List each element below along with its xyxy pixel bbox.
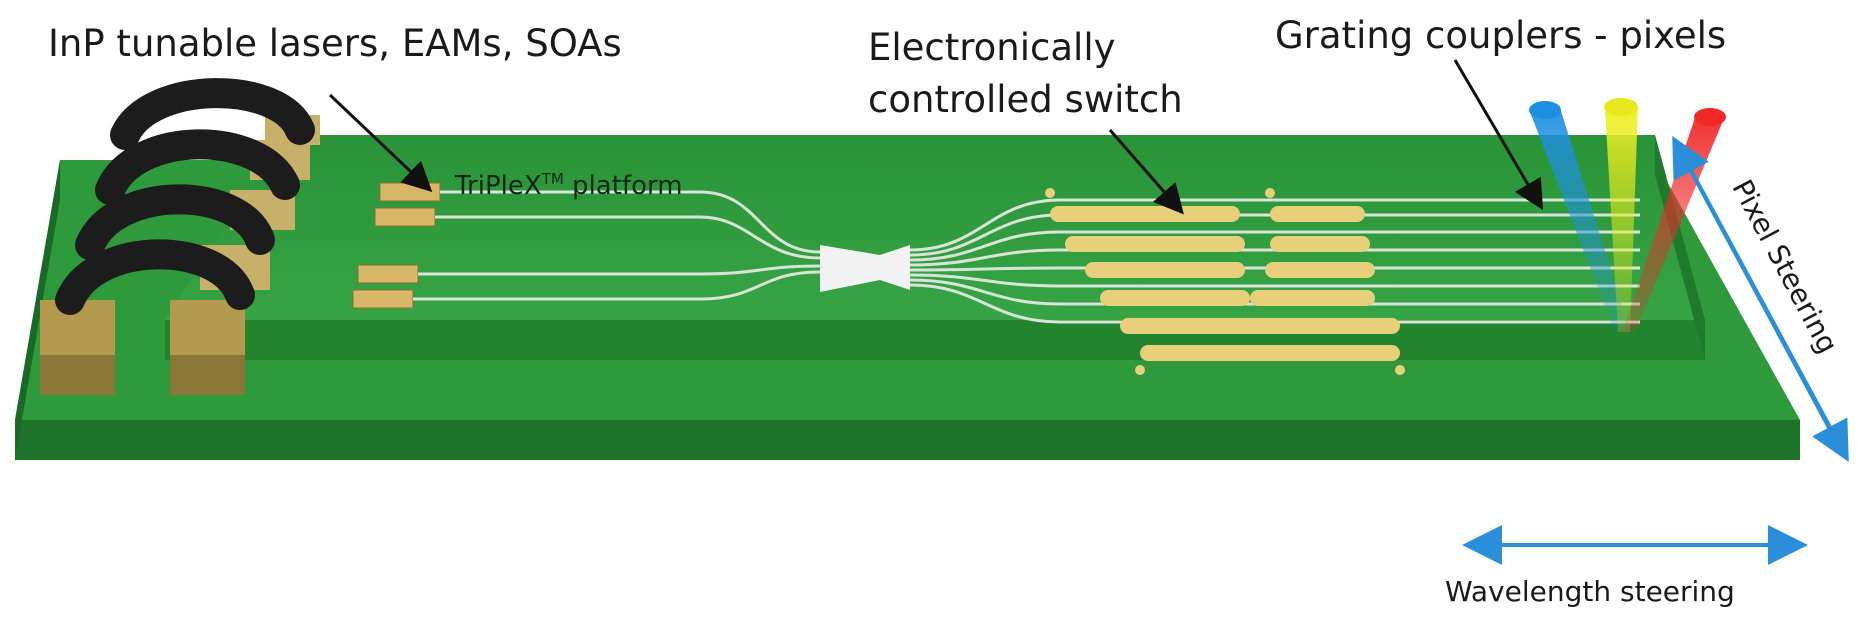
switch-electrodes [1045, 188, 1405, 375]
platform-label: TriPleXTM platform [455, 170, 683, 201]
steering-arrows [1462, 135, 1849, 565]
switch-label-line2: controlled switch [868, 78, 1183, 121]
wavelength-steering-label: Wavelength steering [1445, 575, 1735, 608]
switch-label: Electronically controlled switch [868, 22, 1183, 126]
grating-couplers-label: Grating couplers - pixels [1275, 14, 1727, 57]
switch-core [820, 245, 910, 292]
pointer-arrows [328, 59, 1544, 215]
inp-lasers-label: InP tunable lasers, EAMs, SOAs [48, 22, 622, 65]
switch-label-line1: Electronically [868, 26, 1116, 69]
bond-cables [55, 78, 315, 315]
platform-name: TriPleX [455, 171, 542, 201]
trademark-mark: TM [541, 170, 564, 188]
platform-suffix: platform [563, 171, 683, 201]
waveguides [413, 190, 1640, 324]
